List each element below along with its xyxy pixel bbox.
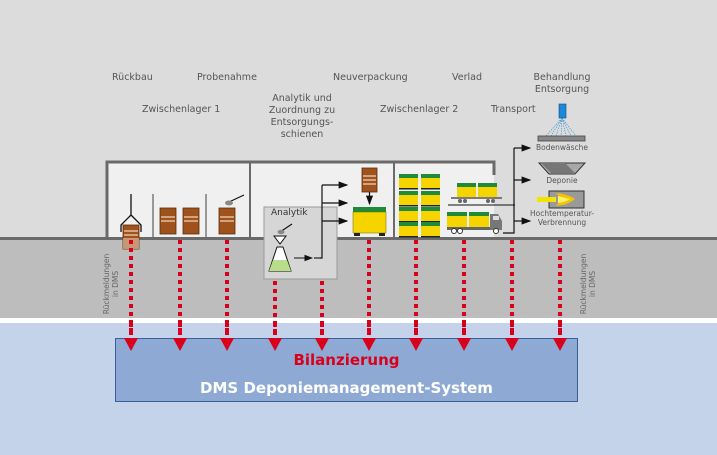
line: schienen <box>280 129 324 140</box>
label-probenahme: Probenahme <box>197 72 257 83</box>
bilanzierung-label: Bilanzierung <box>293 351 400 369</box>
line: Entsorgungs- <box>270 117 334 128</box>
label-verbrennung: Hochtemperatur- Verbrennung <box>526 209 598 227</box>
arrowhead-down-icon <box>124 338 138 351</box>
barrel-icon <box>218 207 236 235</box>
arrowhead-down-icon <box>409 338 423 351</box>
label-neuverpackung: Neuverpackung <box>333 72 408 83</box>
sample-spoon-icon <box>225 194 245 206</box>
container-stack <box>399 174 440 238</box>
label-zwischenlager1: Zwischenlager 1 <box>142 104 221 115</box>
line: Behandlung <box>533 72 591 83</box>
barrel-icon <box>182 207 200 235</box>
arrowhead-down-icon <box>268 338 282 351</box>
separator <box>0 318 717 323</box>
arrowhead-down-icon <box>173 338 187 351</box>
container-icon <box>421 191 440 207</box>
container-icon <box>399 207 418 223</box>
arrowhead-down-icon <box>220 338 234 351</box>
analytik-label: Analytik <box>271 208 308 218</box>
dms-system-box: Bilanzierung DMS Deponiemanagement-Syste… <box>115 338 578 402</box>
label-deponie: Deponie <box>546 176 578 185</box>
container-icon <box>421 222 440 238</box>
routing-arrows <box>320 181 349 259</box>
label-bodenwaesche: Bodenwäsche <box>536 143 588 152</box>
arrowhead-down-icon <box>505 338 519 351</box>
soil-washing-icon <box>537 103 586 142</box>
container-icon <box>421 174 440 190</box>
line: Verbrennung <box>537 218 587 227</box>
label-transport: Transport <box>491 104 536 115</box>
truck-icon <box>447 212 502 234</box>
incineration-icon <box>537 190 585 209</box>
landfill-icon <box>537 162 587 175</box>
label-analytik-zuordnung: Analytik und Zuordnung zu Entsorgungs- s… <box>262 93 342 141</box>
line: Zuordnung zu <box>268 105 336 116</box>
label-behandlung: Behandlung Entsorgung <box>530 72 594 96</box>
dms-system-label: DMS Deponiemanagement-System <box>200 379 493 397</box>
arrowhead-down-icon <box>315 338 329 351</box>
ground-band <box>0 237 717 318</box>
container-icon <box>399 191 418 207</box>
container-icon <box>352 207 387 236</box>
label-rueckbau: Rückbau <box>112 72 153 83</box>
line: Hochtemperatur- <box>529 209 595 218</box>
arrowhead-down-icon <box>553 338 567 351</box>
container-icon <box>399 174 418 190</box>
label-zwischenlager2: Zwischenlager 2 <box>380 104 459 115</box>
label-verlad: Verlad <box>452 72 483 83</box>
arrowhead-down-icon <box>362 338 376 351</box>
barrel-icon <box>361 167 378 193</box>
analytik-box <box>263 206 338 280</box>
container-icon <box>399 222 418 238</box>
grab-crane-icon <box>120 194 142 232</box>
arrowhead-down-icon <box>457 338 471 351</box>
barrel-icon <box>159 207 177 235</box>
line: Analytik und <box>272 93 332 104</box>
line: Entsorgung <box>534 84 590 95</box>
treatment-routing-arrows <box>448 144 532 234</box>
container-icon <box>421 207 440 223</box>
